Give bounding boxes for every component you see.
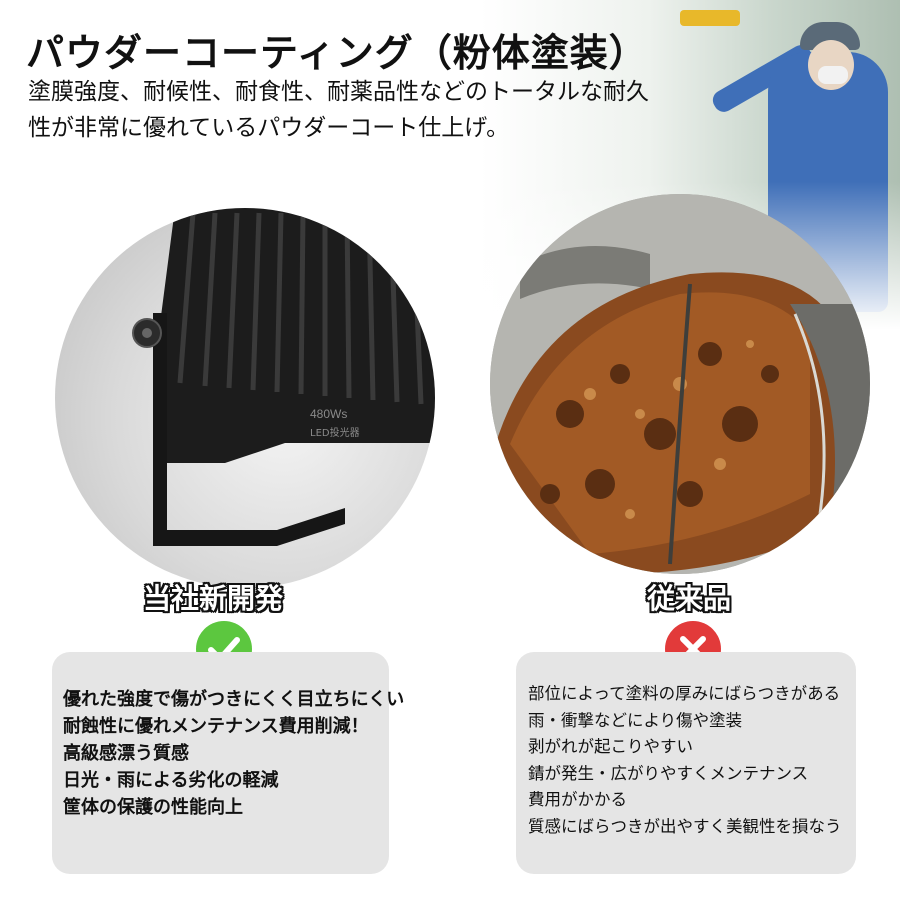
product-type-label: LED投光器 xyxy=(310,426,360,439)
advantage-item: 高級感漂う質感 xyxy=(63,743,189,764)
advantages-panel: 優れた強度で傷がつきにくく目立ちにくい 耐蝕性に優れメンテナンス費用削減！ 高級… xyxy=(52,652,404,874)
drawback-item: 剥がれが起こりやすい xyxy=(528,737,693,756)
conventional-product-label: 従来品 xyxy=(647,582,732,615)
page-subtitle: 塗膜強度、耐候性、耐食性、耐薬品性などのトータルな耐久性が非常に優れているパウダ… xyxy=(28,79,649,141)
drawback-item: 質感にばらつきが出やすく美観性を損なう xyxy=(528,816,842,836)
advantage-item: 優れた強度で傷がつきにくく目立ちにくい xyxy=(63,689,405,710)
floodlight-photo: 480Ws LED投光器 xyxy=(132,208,435,546)
advantage-item: 日光・雨による劣化の軽減 xyxy=(63,770,279,791)
drawbacks-panel: 部位によって塗料の厚みにばらつきがある 雨・衝撃などにより傷や塗装 剥がれが起こ… xyxy=(516,652,856,874)
advantages-list: 優れた強度で傷がつきにくく目立ちにくい 耐蝕性に優れメンテナンス費用削減！ 高級… xyxy=(63,686,404,821)
drawbacks-list: 部位によって塗料の厚みにばらつきがある 雨・衝撃などにより傷や塗装 剥がれが起こ… xyxy=(528,681,842,840)
drawback-item: 費用がかかる xyxy=(528,790,627,809)
new-product-label: 当社新開発 xyxy=(143,582,284,615)
product-watts-label: 480Ws xyxy=(310,407,347,421)
product-circle: 480Ws LED投光器 xyxy=(55,208,435,588)
advantage-item: 筐体の保護の性能向上 xyxy=(63,797,243,818)
advantage-item: 耐蝕性に優れメンテナンス費用削減！ xyxy=(63,716,369,737)
page-title: パウダーコーティング（粉体塗装） xyxy=(26,31,648,75)
drawback-item: 錆が発生・広がりやすくメンテナンス xyxy=(528,763,809,783)
rusted-lamp-photo xyxy=(490,194,870,574)
drawback-item: 部位によって塗料の厚みにばらつきがある xyxy=(528,684,841,703)
drawback-item: 雨・衝撃などにより傷や塗装 xyxy=(528,710,743,730)
rusted-product-circle xyxy=(490,194,870,574)
